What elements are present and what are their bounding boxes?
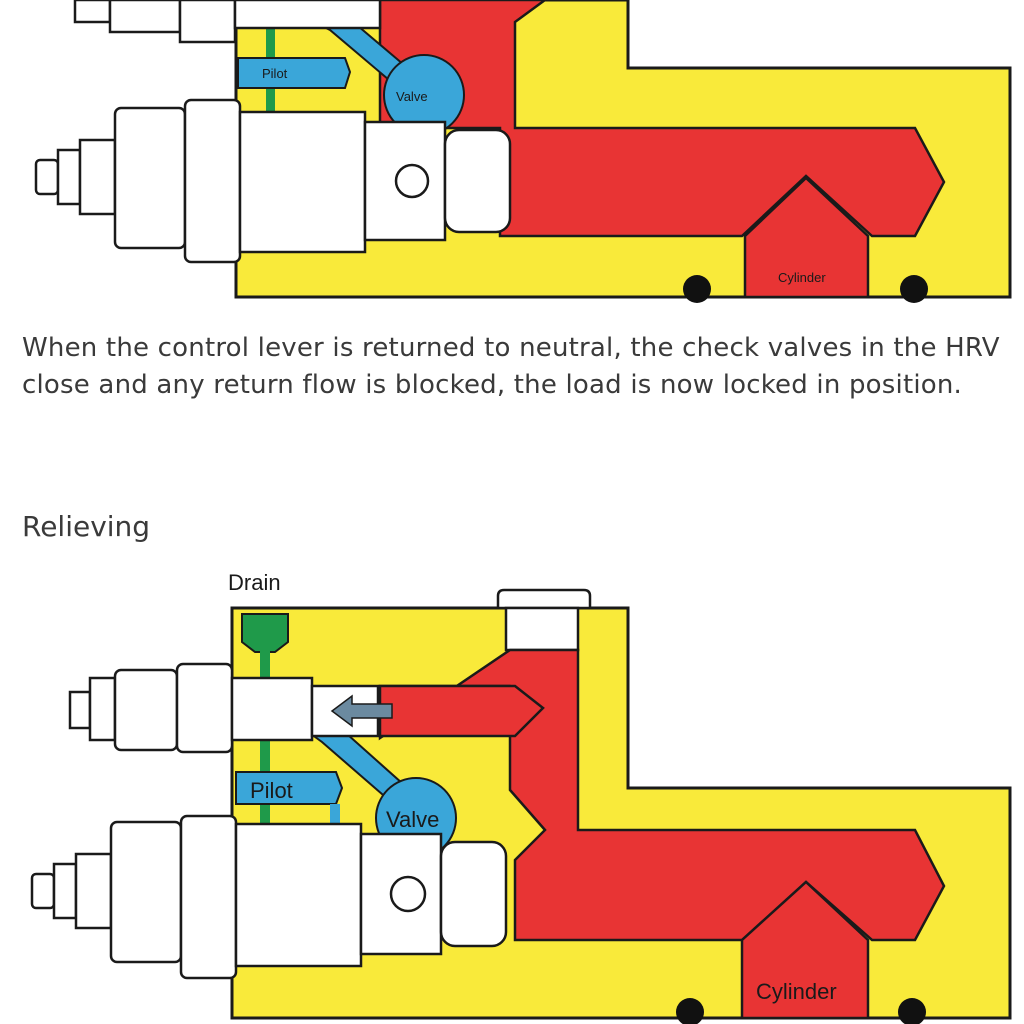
- lower-cartridge: [30, 814, 508, 980]
- seal-right: [898, 998, 926, 1024]
- top-plug: [496, 588, 592, 610]
- caption-line-2: close and any return flow is blocked, th…: [22, 370, 963, 400]
- seal-right: [900, 275, 928, 303]
- cylinder-port: [740, 880, 870, 1020]
- upper-cartridge: [73, 0, 382, 44]
- drain-port: [241, 613, 289, 653]
- cylinder-port: [743, 176, 870, 299]
- seal-left: [683, 275, 711, 303]
- valve-label: Valve: [386, 807, 439, 832]
- pilot-label: Pilot: [250, 778, 293, 803]
- caption-paragraph: When the control lever is returned to ne…: [22, 330, 1012, 404]
- cylinder-label: Cylinder: [778, 270, 826, 285]
- drain-line: [260, 650, 270, 846]
- relieving-heading: Relieving: [22, 510, 151, 543]
- drain-label: Drain: [228, 570, 281, 595]
- flow-arrow: [330, 694, 393, 728]
- caption-line-1: When the control lever is returned to ne…: [22, 333, 1000, 363]
- seal-left: [676, 998, 704, 1024]
- relieving-hydraulic-diagram: Drain Cylinder Pilot Valve: [30, 570, 1012, 1024]
- lower-cartridge: [34, 98, 512, 264]
- pilot-passage: [235, 771, 344, 805]
- valve-label: Valve: [396, 89, 428, 104]
- relief-cartridge: [68, 662, 380, 754]
- cylinder-label: Cylinder: [756, 979, 837, 1004]
- top-hydraulic-diagram: Pilot Valve Cylinder: [34, 0, 1012, 303]
- pilot-passage: [237, 57, 352, 89]
- pilot-label: Pilot: [262, 66, 288, 81]
